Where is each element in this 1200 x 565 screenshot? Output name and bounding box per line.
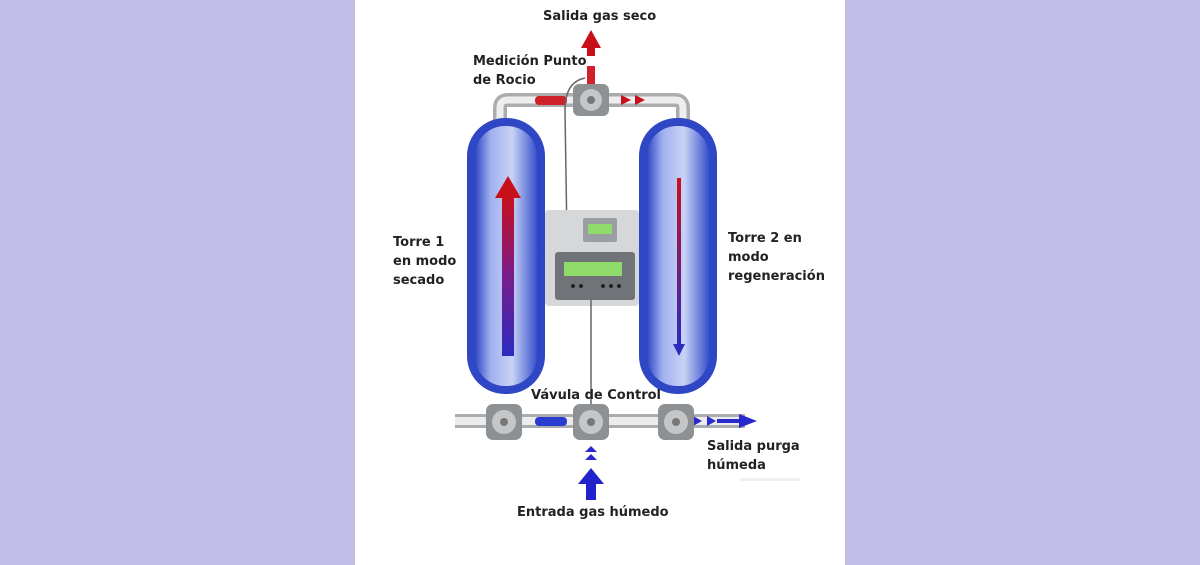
label-salida-purga-2: húmeda [707, 458, 766, 473]
right-background-band [845, 0, 1200, 565]
tower-2-flow-arrow-down [673, 178, 685, 356]
bottom-pipe-blue-flow [535, 414, 757, 428]
label-torre1-1: Torre 1 [393, 235, 445, 250]
tower-1-flow-arrow-up [495, 176, 521, 356]
label-entrada-gas-humedo: Entrada gas húmedo [517, 505, 669, 520]
label-medicion-punto-rocio-1: Medición Punto [473, 54, 587, 69]
label-torre2-3: regeneración [728, 269, 825, 284]
faint-mark [740, 478, 800, 481]
control-valve [573, 404, 609, 440]
label-torre1-2: en modo [393, 254, 457, 269]
sensor-line [564, 77, 586, 241]
dew-point-valve [573, 84, 609, 116]
dryer-diagram [455, 30, 800, 500]
diagram-panel [355, 0, 845, 565]
top-pipe-red-flow [535, 95, 645, 105]
label-medicion-punto-rocio-2: de Rocio [473, 73, 536, 88]
label-torre2-1: Torre 2 en [728, 231, 802, 246]
wet-gas-inlet-arrow [578, 446, 604, 500]
control-cabinet [545, 210, 639, 306]
valve-left [486, 404, 522, 440]
left-background-band [0, 0, 355, 565]
label-salida-purga-1: Salida purga [707, 439, 800, 454]
label-valvula-control: Vávula de Control [531, 388, 661, 403]
label-torre2-2: modo [728, 250, 769, 265]
label-torre1-3: secado [393, 273, 445, 288]
valve-right [658, 404, 694, 440]
dry-gas-outlet-arrow [581, 30, 601, 84]
label-salida-gas-seco: Salida gas seco [543, 9, 657, 24]
